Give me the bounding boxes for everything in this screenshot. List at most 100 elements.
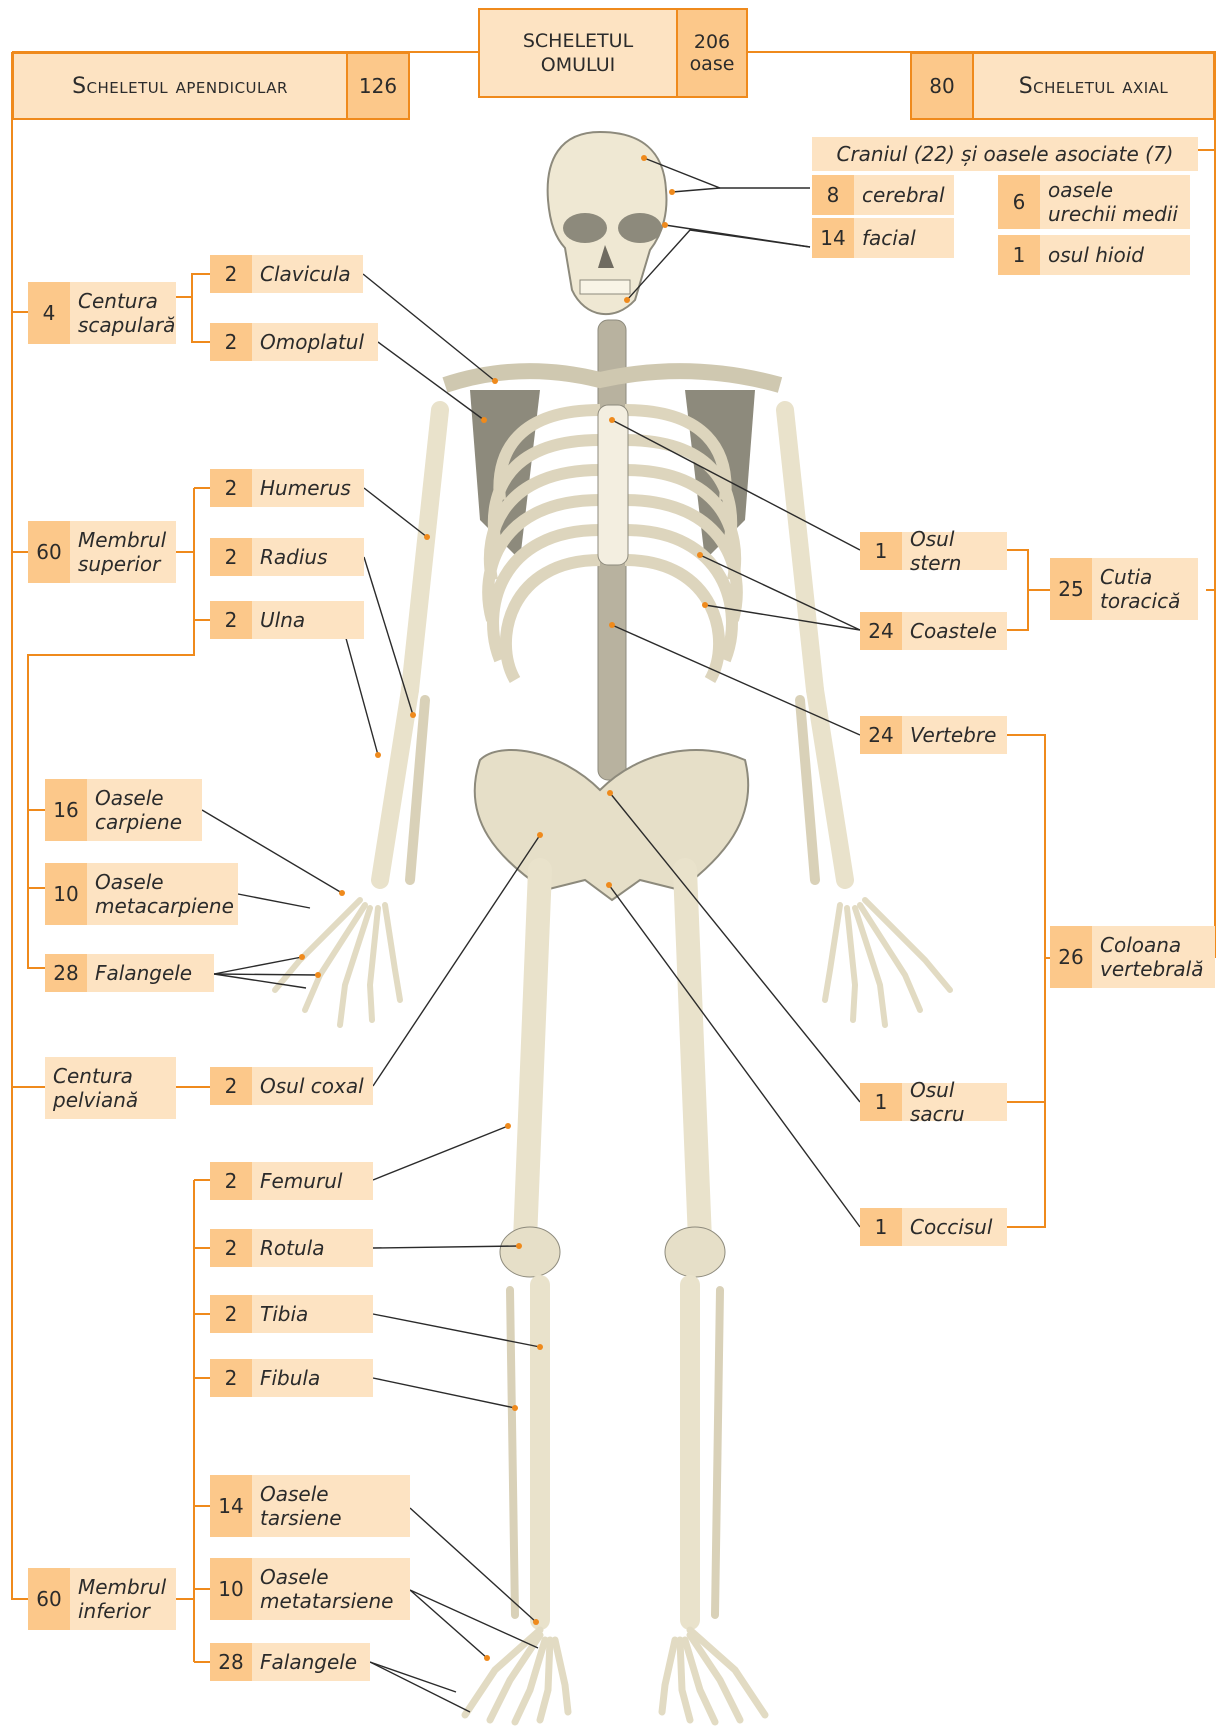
facial-label: facial (854, 218, 924, 258)
sternum-box: 1 Osul stern (860, 532, 1007, 570)
middle-ear-count: 6 (998, 175, 1040, 229)
middle-ear-label: oasele urechii medii (1040, 175, 1186, 229)
scapular-girdle-box: 4 Centura scapulară (28, 282, 176, 344)
spine-count: 26 (1050, 926, 1092, 988)
metacarpals-count: 10 (45, 863, 87, 925)
coccyx-count: 1 (860, 1208, 902, 1246)
tibia-label: Tibia (252, 1295, 316, 1333)
scapula-label: Omoplatul (252, 323, 372, 361)
upper-limb-count: 60 (28, 521, 70, 583)
upper-limb-box: 60 Membrul superior (28, 521, 176, 583)
radius-label: Radius (252, 538, 336, 576)
lower-limb-box: 60 Membrul inferior (28, 1568, 176, 1630)
vertebrae-box: 24 Vertebre (860, 716, 1007, 754)
fibula-count: 2 (210, 1359, 252, 1397)
femur-label: Femurul (252, 1162, 350, 1200)
sacrum-box: 1 Osul sacru (860, 1083, 1007, 1121)
cerebral-count: 8 (812, 175, 854, 215)
apendicular-header: Scheletul apendicular (12, 52, 348, 120)
hip-bone-box: 2 Osul coxal (210, 1067, 373, 1105)
lower-limb-label: Membrul inferior (70, 1568, 174, 1630)
carpals-label: Oasele carpiene (87, 779, 190, 841)
carpals-count: 16 (45, 779, 87, 841)
total-count-box: 206 oase (676, 8, 748, 98)
patella-box: 2 Rotula (210, 1229, 373, 1267)
title-box: SCHELETUL OMULUI (478, 8, 678, 98)
foot-phalanges-label: Falangele (252, 1643, 365, 1681)
lower-limb-count: 60 (28, 1568, 70, 1630)
axial-count: 80 (910, 52, 974, 120)
pelvic-girdle-label: Centura pelviană (45, 1057, 146, 1119)
tibia-box: 2 Tibia (210, 1295, 373, 1333)
thorax-count: 25 (1050, 558, 1092, 620)
coccyx-box: 1 Coccisul (860, 1208, 1007, 1246)
metacarpals-box: 10 Oasele metacarpiene (45, 863, 238, 925)
hip-bone-count: 2 (210, 1067, 252, 1105)
axial-header: Scheletul axial (972, 52, 1215, 120)
cranium-title-text: Craniul (22) și oasele asociate (7) (828, 137, 1181, 171)
clavicle-count: 2 (210, 255, 252, 293)
patella-count: 2 (210, 1229, 252, 1267)
clavicle-box: 2 Clavicula (210, 255, 363, 293)
middle-ear-box: 6 oasele urechii medii (998, 175, 1190, 229)
pelvic-girdle-box: Centura pelviană (45, 1057, 176, 1119)
vertebrae-count: 24 (860, 716, 902, 754)
spine-label: Coloana vertebrală (1092, 926, 1212, 988)
spine-box: 26 Coloana vertebrală (1050, 926, 1215, 988)
ulna-count: 2 (210, 601, 252, 639)
coccyx-label: Coccisul (902, 1208, 1000, 1246)
tibia-count: 2 (210, 1295, 252, 1333)
ulna-label: Ulna (252, 601, 313, 639)
metatarsals-count: 10 (210, 1558, 252, 1620)
fibula-box: 2 Fibula (210, 1359, 373, 1397)
ulna-box: 2 Ulna (210, 601, 364, 639)
thorax-box: 25 Cutia toracică (1050, 558, 1198, 620)
humerus-box: 2 Humerus (210, 469, 364, 507)
upper-limb-label: Membrul superior (70, 521, 174, 583)
facial-box: 14 facial (812, 218, 954, 258)
foot-phalanges-box: 28 Falangele (210, 1643, 370, 1681)
facial-count: 14 (812, 218, 854, 258)
foot-phalanges-count: 28 (210, 1643, 252, 1681)
apendicular-count: 126 (346, 52, 410, 120)
scapular-girdle-count: 4 (28, 282, 70, 344)
carpals-box: 16 Oasele carpiene (45, 779, 202, 841)
ribs-box: 24 Coastele (860, 612, 1007, 650)
cranium-title: Craniul (22) și oasele asociate (7) (812, 137, 1198, 171)
thorax-label: Cutia toracică (1092, 558, 1188, 620)
hip-bone-label: Osul coxal (252, 1067, 372, 1105)
radius-box: 2 Radius (210, 538, 364, 576)
cerebral-label: cerebral (854, 175, 953, 215)
sacrum-label: Osul sacru (902, 1083, 1007, 1121)
cerebral-box: 8 cerebral (812, 175, 954, 215)
sternum-count: 1 (860, 532, 902, 570)
metatarsals-label: Oasele metatarsiene (252, 1558, 401, 1620)
metatarsals-box: 10 Oasele metatarsiene (210, 1558, 410, 1620)
femur-box: 2 Femurul (210, 1162, 373, 1200)
sacrum-count: 1 (860, 1083, 902, 1121)
hand-phalanges-count: 28 (45, 954, 87, 992)
clavicle-label: Clavicula (252, 255, 359, 293)
humerus-count: 2 (210, 469, 252, 507)
tarsals-box: 14 Oasele tarsiene (210, 1475, 410, 1537)
radius-count: 2 (210, 538, 252, 576)
patella-label: Rotula (252, 1229, 332, 1267)
hand-phalanges-box: 28 Falangele (45, 954, 214, 992)
tarsals-label: Oasele tarsiene (252, 1475, 350, 1537)
fibula-label: Fibula (252, 1359, 328, 1397)
ribs-label: Coastele (902, 612, 1005, 650)
scapula-count: 2 (210, 323, 252, 361)
hyoid-label: osul hioid (1040, 235, 1152, 275)
metacarpals-label: Oasele metacarpiene (87, 863, 242, 925)
scapula-box: 2 Omoplatul (210, 323, 378, 361)
humerus-label: Humerus (252, 469, 359, 507)
femur-count: 2 (210, 1162, 252, 1200)
vertebrae-label: Vertebre (902, 716, 1004, 754)
scapular-girdle-label: Centura scapulară (70, 282, 183, 344)
hand-phalanges-label: Falangele (87, 954, 200, 992)
hyoid-box: 1 osul hioid (998, 235, 1190, 275)
ribs-count: 24 (860, 612, 902, 650)
sternum-label: Osul stern (902, 532, 1007, 570)
tarsals-count: 14 (210, 1475, 252, 1537)
hyoid-count: 1 (998, 235, 1040, 275)
